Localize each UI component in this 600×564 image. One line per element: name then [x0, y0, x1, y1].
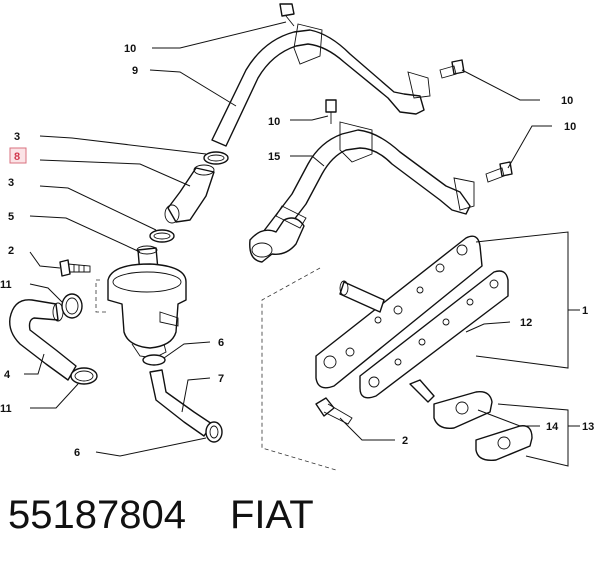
- clamp-6-lower: [205, 421, 223, 443]
- callout-3-upper: 3: [14, 131, 20, 143]
- cooler-plate-1: [315, 235, 483, 389]
- callout-10-right-upper: 10: [561, 95, 573, 107]
- callout-2-left: 2: [8, 245, 14, 257]
- callout-9: 9: [132, 65, 138, 77]
- gasket-13: [475, 425, 533, 461]
- callout-12: 12: [520, 317, 532, 329]
- callout-7: 7: [218, 373, 224, 385]
- callout-2-right: 2: [402, 435, 408, 447]
- callout-3-lower: 3: [8, 177, 14, 189]
- screw-10-mid: [325, 99, 337, 124]
- callout-8: 8: [14, 151, 20, 163]
- separator-5: [107, 245, 187, 359]
- callout-10-mid: 10: [268, 116, 280, 128]
- bolt-2-right: [315, 397, 353, 425]
- brand-name: FIAT: [230, 493, 314, 537]
- hose-8: [164, 164, 215, 224]
- leader-lines: [24, 21, 580, 467]
- callout-4: 4: [4, 369, 11, 381]
- clamp-11-lower: [70, 367, 98, 385]
- clamp-11-upper: [61, 293, 83, 319]
- pipe-15: [249, 121, 475, 263]
- pipe-9: [211, 23, 431, 147]
- callout-11-upper: 11: [0, 279, 12, 291]
- part-number: 55187804: [8, 493, 186, 537]
- callout-1: 1: [582, 305, 588, 317]
- callout-8-highlight: [9, 147, 27, 164]
- bracket-outline: [95, 279, 106, 313]
- callout-5: 5: [8, 211, 14, 223]
- callouts: 10 9 10 10 10 15 3 8 3 5 2 11 4 11 6 7 6…: [0, 43, 594, 459]
- assembly-outline: [261, 267, 337, 471]
- callout-10-right-lower: 10: [564, 121, 576, 133]
- screw-10-right-upper: [439, 59, 465, 79]
- callout-15: 15: [268, 151, 280, 163]
- callout-11-lower: 11: [0, 403, 12, 415]
- screw-10-top: [279, 3, 295, 27]
- bolt-2-left: [59, 259, 91, 277]
- clamp-3-lower: [149, 229, 175, 243]
- clamp-6-upper: [142, 354, 166, 366]
- tube-7: [149, 369, 213, 437]
- callout-6-lower: 6: [74, 447, 80, 459]
- callout-6-upper: 6: [218, 337, 224, 349]
- callout-14: 14: [546, 421, 559, 433]
- callout-13: 13: [582, 421, 594, 433]
- callout-10-top: 10: [124, 43, 136, 55]
- clamp-3-upper: [203, 151, 229, 165]
- flange-14: [409, 379, 493, 429]
- gasket-12: [359, 270, 509, 399]
- screw-10-right-lower: [485, 161, 513, 183]
